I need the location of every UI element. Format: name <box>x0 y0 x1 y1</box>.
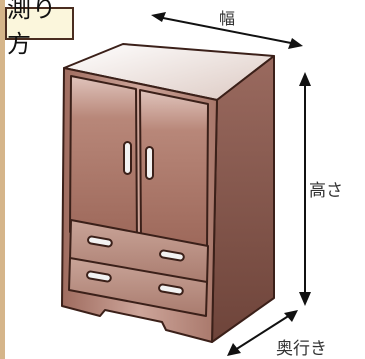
left-door-handle <box>123 141 132 175</box>
height-arrow <box>299 72 311 306</box>
side-strip <box>0 0 5 359</box>
width-arrow <box>151 12 303 49</box>
upper-drawer-handle-right <box>159 249 185 262</box>
title-text: 測り方 <box>7 0 57 58</box>
lower-drawer-handle-left <box>86 270 112 283</box>
drawer-handles <box>86 235 185 296</box>
width-label: 幅 <box>219 9 236 28</box>
door-handles <box>123 141 154 180</box>
depth-arrow <box>227 310 298 356</box>
cabinet <box>61 43 275 343</box>
right-door-handle <box>145 146 154 180</box>
height-label: 高さ <box>309 181 343 201</box>
upper-drawer-handle-left <box>87 235 113 248</box>
lower-drawer <box>68 257 208 317</box>
title-badge: 測り方 <box>5 0 74 58</box>
depth-label: 奥行き <box>276 339 327 359</box>
lower-drawer-handle-right <box>158 283 184 296</box>
cabinet-side <box>211 55 275 343</box>
